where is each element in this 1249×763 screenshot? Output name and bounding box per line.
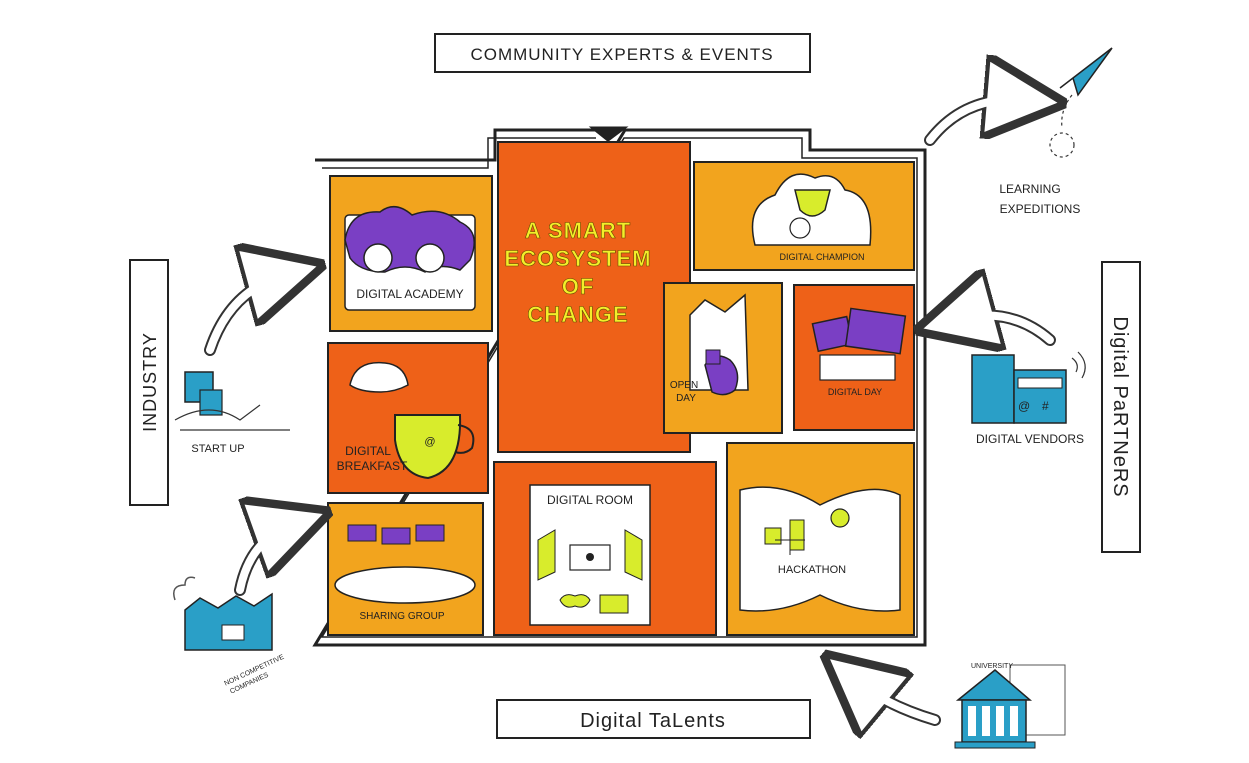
- digital-vendors-group: # @ DIGITAL VENDORS: [971, 351, 1086, 446]
- start-up-group: START UP: [174, 371, 290, 455]
- digital-breakfast-label-2: BREAKFAST: [337, 459, 408, 473]
- table-icon: [334, 566, 476, 604]
- bottom-banner-label: Digital TaLents: [580, 710, 726, 732]
- person-icon: [789, 217, 811, 239]
- store-icon: [971, 354, 1015, 424]
- trophy-icon: [794, 189, 831, 217]
- open-day-label-1: OPEN: [670, 380, 698, 391]
- room-sharing-group: SHARING GROUP: [327, 502, 484, 636]
- learning-label-1: LEARNING: [999, 182, 1060, 196]
- room-digital-room: DIGITAL ROOM: [493, 461, 717, 636]
- person-icon: [415, 243, 445, 273]
- puzzle-icon: [764, 527, 782, 545]
- person-icon: [363, 243, 393, 273]
- center-title-line-2: ECOSYSTEM: [504, 246, 651, 271]
- non-competitive-group: NON COMPETITIVE COMPANIES: [173, 576, 286, 696]
- top-banner-label: COMMUNITY EXPERTS & EVENTS: [470, 45, 773, 64]
- learning-label-2: EXPEDITIONS: [1000, 202, 1081, 216]
- at-icon: @: [424, 436, 435, 448]
- room-open-day: OPEN DAY: [663, 282, 783, 434]
- room-digital-academy: DIGITAL ACADEMY: [329, 175, 493, 332]
- bottom-banner: Digital TaLents: [496, 699, 811, 739]
- open-day-label-2: DAY: [676, 393, 696, 404]
- hackathon-label: HACKATHON: [778, 564, 846, 576]
- laptop-icon: [844, 307, 907, 355]
- left-banner-label: INDUSTRY: [140, 332, 160, 432]
- croissant-icon: [349, 361, 409, 393]
- digital-academy-label: DIGITAL ACADEMY: [356, 287, 463, 301]
- learning-expeditions-group: LEARNING EXPEDITIONS: [999, 47, 1113, 216]
- gamepad-icon: [559, 594, 591, 608]
- center-title-line-4: CHANGE: [527, 302, 628, 327]
- top-banner: COMMUNITY EXPERTS & EVENTS: [434, 33, 811, 73]
- paper-plane-icon: [1059, 47, 1113, 97]
- digital-day-label: DIGITAL DAY: [828, 387, 882, 397]
- at-icon: @: [1018, 399, 1030, 413]
- hash-icon: #: [1042, 399, 1049, 413]
- right-banner: Digital PaRTNeRS: [1101, 261, 1141, 553]
- sharing-group-label: SHARING GROUP: [359, 611, 444, 622]
- arrow-industry-up: [204, 275, 285, 356]
- digital-vendors-label: DIGITAL VENDORS: [976, 432, 1084, 446]
- digital-champion-label: DIGITAL CHAMPION: [779, 252, 864, 262]
- room-digital-day: DIGITAL DAY: [793, 284, 915, 431]
- building-walls: [312, 126, 927, 647]
- digital-breakfast-label-1: DIGITAL: [345, 444, 391, 458]
- arrows-inner: [206, 95, 1054, 724]
- center-column: A SMART ECOSYSTEM OF CHANGE: [497, 141, 691, 453]
- lightbulb-icon: [830, 508, 850, 528]
- university-label: UNIVERSITY: [971, 663, 1013, 670]
- digital-room-label: DIGITAL ROOM: [547, 493, 633, 507]
- room-hackathon: HACKATHON: [726, 442, 915, 636]
- coffee-cup-icon: [394, 414, 462, 480]
- room-digital-breakfast: @ DIGITAL BREAKFAST: [327, 342, 489, 494]
- laptop-icon: [599, 594, 629, 614]
- room-digital-champion: DIGITAL CHAMPION: [693, 161, 915, 271]
- start-up-label: START UP: [191, 443, 244, 455]
- center-title-line-3: OF: [562, 274, 595, 299]
- factory-icon: [184, 592, 273, 651]
- university-group: UNIVERSITY: [954, 663, 1066, 749]
- center-title-line-1: A SMART: [525, 218, 631, 243]
- right-banner-label: Digital PaRTNeRS: [1109, 316, 1131, 497]
- left-banner: INDUSTRY: [129, 259, 169, 506]
- wifi-icon: [1071, 351, 1086, 379]
